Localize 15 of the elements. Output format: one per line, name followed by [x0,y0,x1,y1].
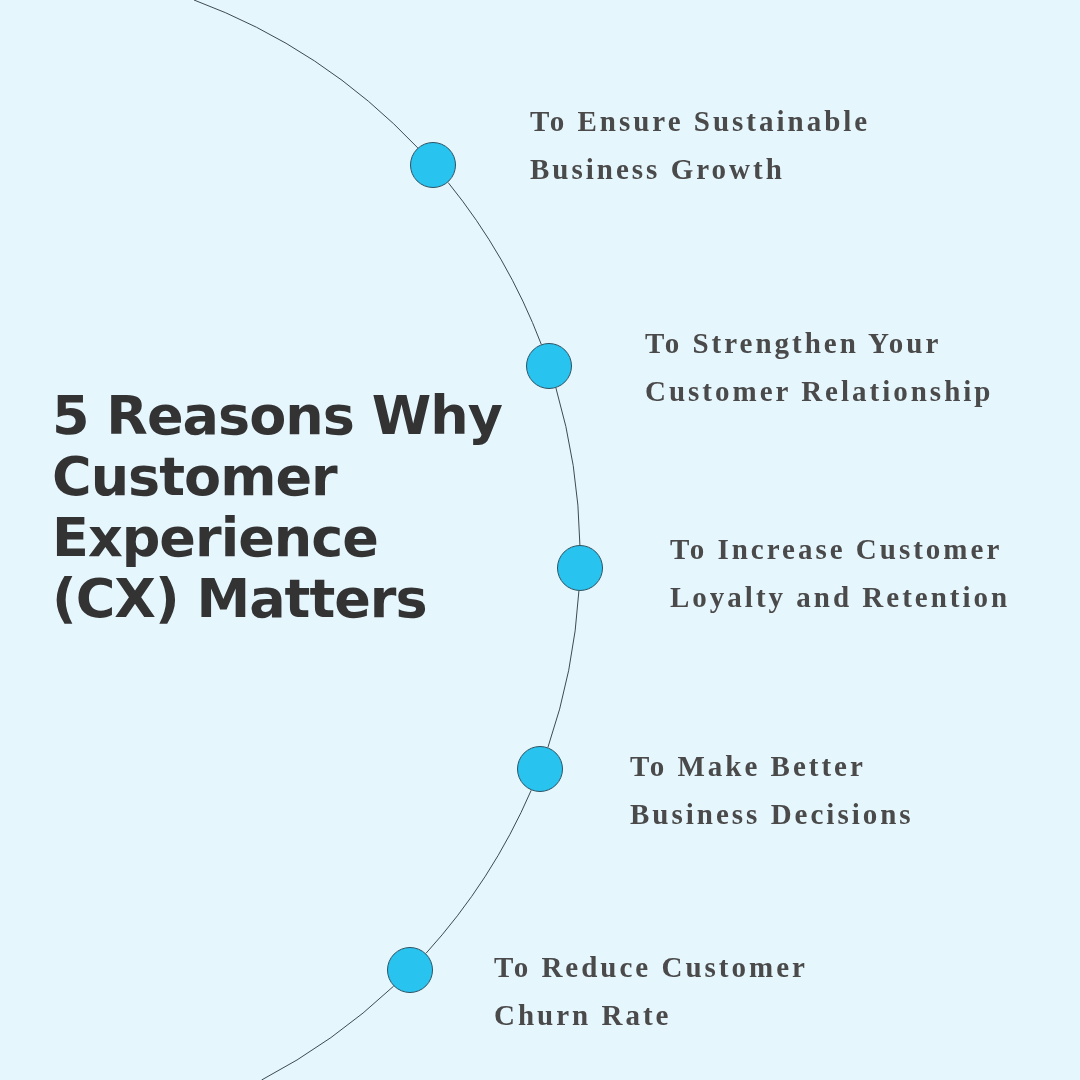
arc-line [555,387,581,546]
title: 5 Reasons Why Customer Experience (CX) Matters [52,385,502,630]
reason-text: To Make Better Business Decisions [630,749,915,832]
reason-text: To Increase Customer Loyalty and Retention [670,532,1012,615]
circle-marker [410,142,457,188]
arc-line [425,789,532,954]
circle-marker [556,545,603,591]
arc-line [547,590,580,748]
circle-marker [516,746,563,792]
circle-marker [526,343,572,389]
circle-marker [387,947,434,993]
reason-text: To Ensure Sustainable Business Growth [530,104,872,187]
reason-text: To Strengthen Your Customer Relationship [645,326,995,409]
reason-text: To Reduce Customer Churn Rate [494,950,809,1033]
arc-line [447,182,542,345]
